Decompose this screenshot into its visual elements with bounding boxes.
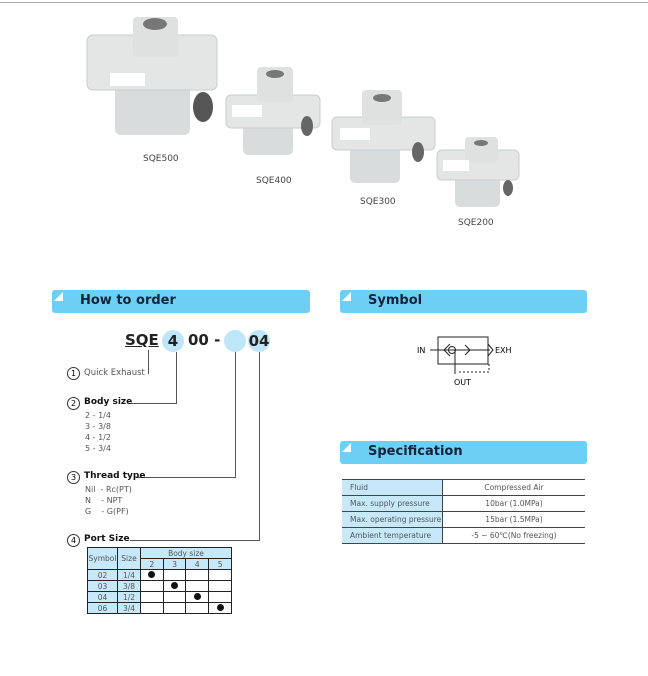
section-title: Specification	[368, 444, 463, 459]
step-number: 2	[67, 397, 80, 410]
spec-value: Compressed Air	[442, 479, 585, 496]
body-size-cell	[208, 602, 232, 614]
symbol-header: Symbol	[340, 290, 587, 313]
body-size-cell	[185, 591, 210, 603]
port-label-exh: EXH	[495, 346, 512, 355]
code-thread-type	[224, 330, 246, 352]
step-title: Port Size	[84, 534, 130, 544]
product-image-sqe500	[86, 17, 218, 135]
size-cell: 1/4	[117, 569, 141, 581]
code-port-size: 04	[248, 330, 270, 352]
option: 2 - 1/4	[85, 411, 111, 420]
body-size-cell	[185, 569, 210, 581]
option: 5 - 3/4	[85, 444, 111, 453]
code-prefix: SQE	[125, 331, 159, 349]
available-dot-icon	[193, 592, 201, 600]
port-label-out: OUT	[454, 378, 472, 387]
body-size-cell	[162, 602, 187, 614]
body-size-cell	[185, 602, 210, 614]
thread-type-options: Nil - Rc(PT) N - NPT G - G(PF)	[85, 484, 132, 517]
option: Nil - Rc(PT)	[85, 485, 132, 494]
body-size-cell	[208, 569, 232, 581]
product-image-sqe300	[331, 90, 436, 183]
option: G - G(PF)	[85, 507, 129, 516]
specification-header: Specification	[340, 441, 587, 464]
step-title: Quick Exhaust	[84, 368, 145, 378]
code-mid: 00 -	[188, 331, 221, 349]
body-size-cell	[208, 580, 232, 592]
col-header: Size	[117, 547, 141, 570]
body-size-cell	[162, 580, 187, 592]
product-label: SQE500	[143, 154, 179, 164]
body-size-cell	[208, 591, 232, 603]
available-dot-icon	[171, 581, 179, 589]
product-label: SQE200	[458, 218, 494, 228]
option: 4 - 1/2	[85, 433, 111, 442]
col-header: 3	[162, 558, 187, 570]
col-header: 4	[185, 558, 210, 570]
spec-value: -5 ~ 60℃(No freezing)	[442, 527, 585, 544]
code-body-size: 4	[162, 330, 184, 352]
size-cell: 1/2	[117, 591, 141, 603]
body-size-cell	[140, 591, 164, 603]
spec-row: Ambient temperature-5 ~ 60℃(No freezing)	[342, 527, 585, 544]
product-image-sqe200	[436, 137, 520, 207]
corner-triangle-icon	[54, 292, 63, 301]
body-size-options: 2 - 1/4 3 - 3/8 4 - 1/2 5 - 3/4	[85, 410, 111, 454]
size-cell: 3/8	[117, 580, 141, 592]
spec-value: 15bar (1.5MPa)	[442, 511, 585, 528]
body-size-cell	[140, 602, 164, 614]
product-image-sqe400	[225, 67, 321, 155]
spec-key: Max. operating pressure	[342, 511, 443, 528]
body-size-cell	[162, 569, 187, 581]
step-number: 3	[67, 471, 80, 484]
spec-key: Fluid	[342, 479, 443, 496]
corner-triangle-icon	[342, 292, 351, 301]
spec-value: 10bar (1.0MPa)	[442, 495, 585, 512]
spec-key: Ambient temperature	[342, 527, 443, 544]
symbol-cell: 04	[87, 591, 118, 603]
symbol-cell: 06	[87, 602, 118, 614]
body-size-cell	[162, 591, 187, 603]
product-photos	[86, 17, 520, 207]
body-size-cell	[185, 580, 210, 592]
product-label: SQE400	[256, 176, 292, 186]
step-title: Thread type	[84, 471, 146, 481]
section-title: How to order	[80, 293, 176, 308]
corner-triangle-icon	[342, 443, 351, 452]
quick-exhaust-symbol-diagram	[430, 336, 494, 374]
col-header: Body size	[140, 547, 232, 559]
size-cell: 3/4	[117, 602, 141, 614]
step-number: 1	[67, 367, 80, 380]
body-size-cell	[140, 569, 164, 581]
col-header: 2	[140, 558, 164, 570]
how-to-order-header: How to order	[52, 290, 310, 313]
spec-key: Max. supply pressure	[342, 495, 443, 512]
option: N - NPT	[85, 496, 123, 505]
available-dot-icon	[216, 603, 224, 611]
top-divider	[0, 2, 648, 3]
col-header: Symbol	[87, 547, 118, 570]
step-number: 4	[67, 534, 80, 547]
col-header: 5	[208, 558, 232, 570]
section-title: Symbol	[368, 293, 423, 308]
port-label-in: IN	[417, 346, 426, 355]
product-label: SQE300	[360, 197, 396, 207]
step-title: Body size	[84, 397, 133, 407]
body-size-cell	[140, 580, 164, 592]
symbol-cell: 02	[87, 569, 118, 581]
symbol-cell: 03	[87, 580, 118, 592]
available-dot-icon	[148, 570, 156, 578]
option: 3 - 3/8	[85, 422, 111, 431]
